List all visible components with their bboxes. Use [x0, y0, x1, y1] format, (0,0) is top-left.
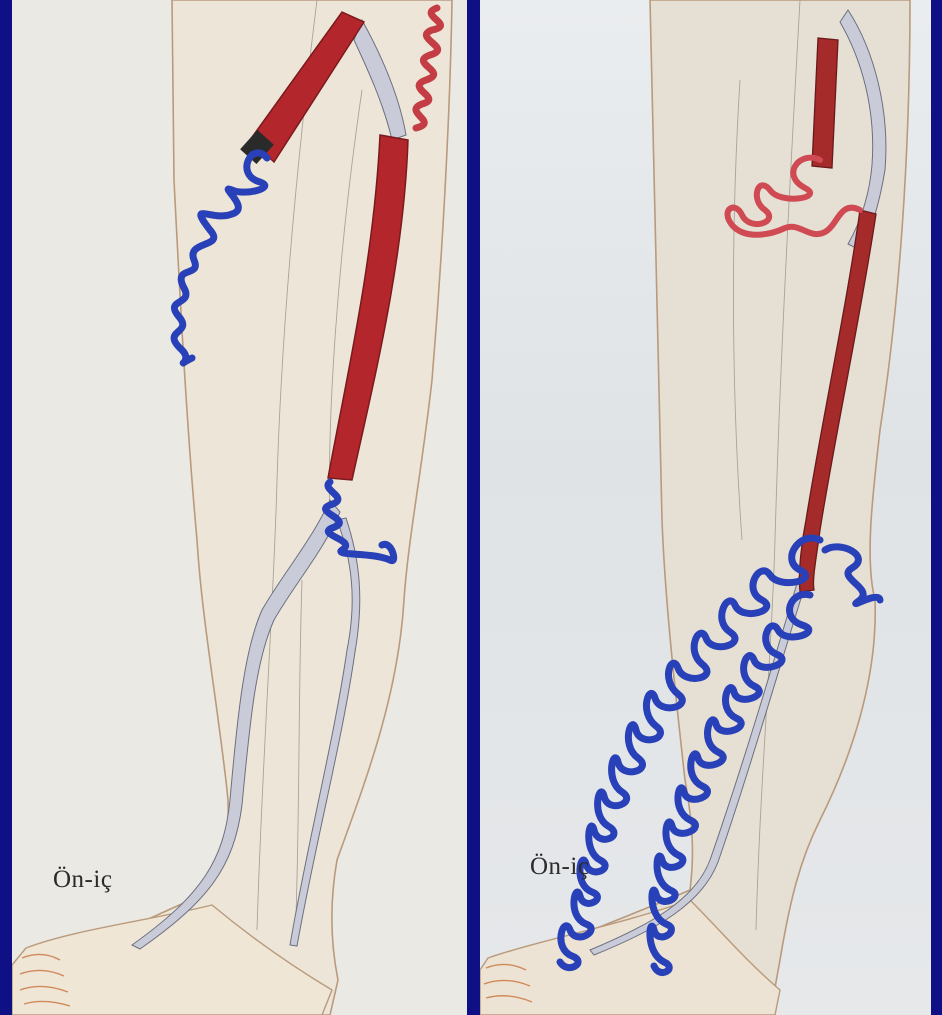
view-label-left: Ön-iç — [53, 866, 112, 894]
leg-illustration-left — [12, 0, 467, 1015]
view-label-right: Ön-iç — [530, 853, 589, 881]
leg-diagram-right: Ön-iç — [480, 0, 931, 1015]
leg-diagram-left: Ön-iç — [12, 0, 467, 1015]
